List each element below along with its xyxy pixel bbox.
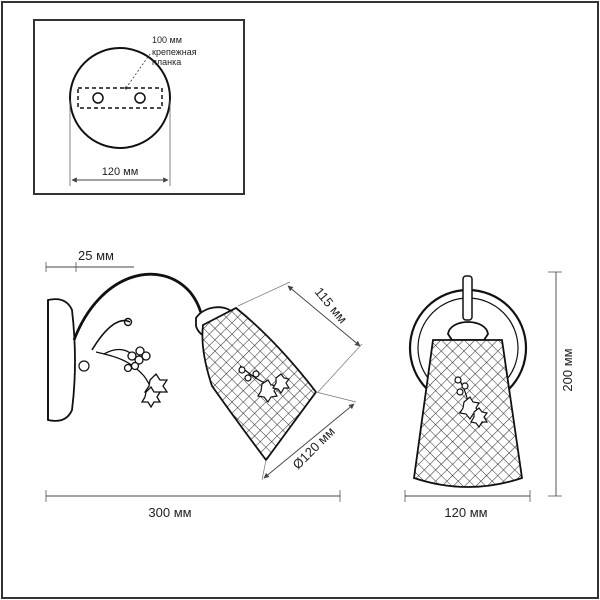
shade-height-dim-line [287,285,361,347]
mounting-bar [77,87,163,109]
knob [78,360,90,372]
wall-plate [47,298,76,422]
total-length-label: 300 мм [148,505,191,520]
arm-highlight [75,281,198,345]
screw-hole-left [92,92,104,104]
lamp-shade [201,306,318,462]
screw-hole-right [134,92,146,104]
front-socket-cap [447,321,489,341]
front-flower-decor [454,376,489,429]
diameter-label: 120 мм [102,166,139,178]
shade-diameter-ext-right [315,391,357,403]
bar-label-line1: крепежная [152,47,197,57]
arm-curl [91,319,131,351]
mount-plate-circle [69,47,171,149]
arm-outer [72,272,204,341]
shade-flower-decor [238,365,291,404]
height-label: 200 мм [560,348,575,391]
side-view: 25 мм 115 мм Ø120 мм 300 мм [45,248,363,520]
front-view: 200 мм 120 мм [404,271,575,520]
shade-diameter-dim-line [263,403,355,479]
bar-leader-dot [124,86,128,90]
shade-diameter-ext-left [261,459,267,481]
arm-offset-label: 25 мм [78,248,114,263]
bar-label-line2: планка [152,57,181,67]
bar-leader-line [125,53,151,89]
shade-height-ext-top [237,281,291,307]
arm-curl-end [123,317,133,327]
shade-height-label: 115 мм [312,284,351,326]
shade-height-ext-bottom [317,343,363,393]
bar-width-label: 100 мм [152,35,182,45]
width-label: 120 мм [444,505,487,520]
front-rod [462,275,473,321]
flower-decor [95,346,169,409]
detail-box [33,19,245,195]
mount-plate-detail: 100 мм крепежная планка 120 мм [33,19,245,195]
shade-diameter-label: Ø120 мм [290,424,338,472]
